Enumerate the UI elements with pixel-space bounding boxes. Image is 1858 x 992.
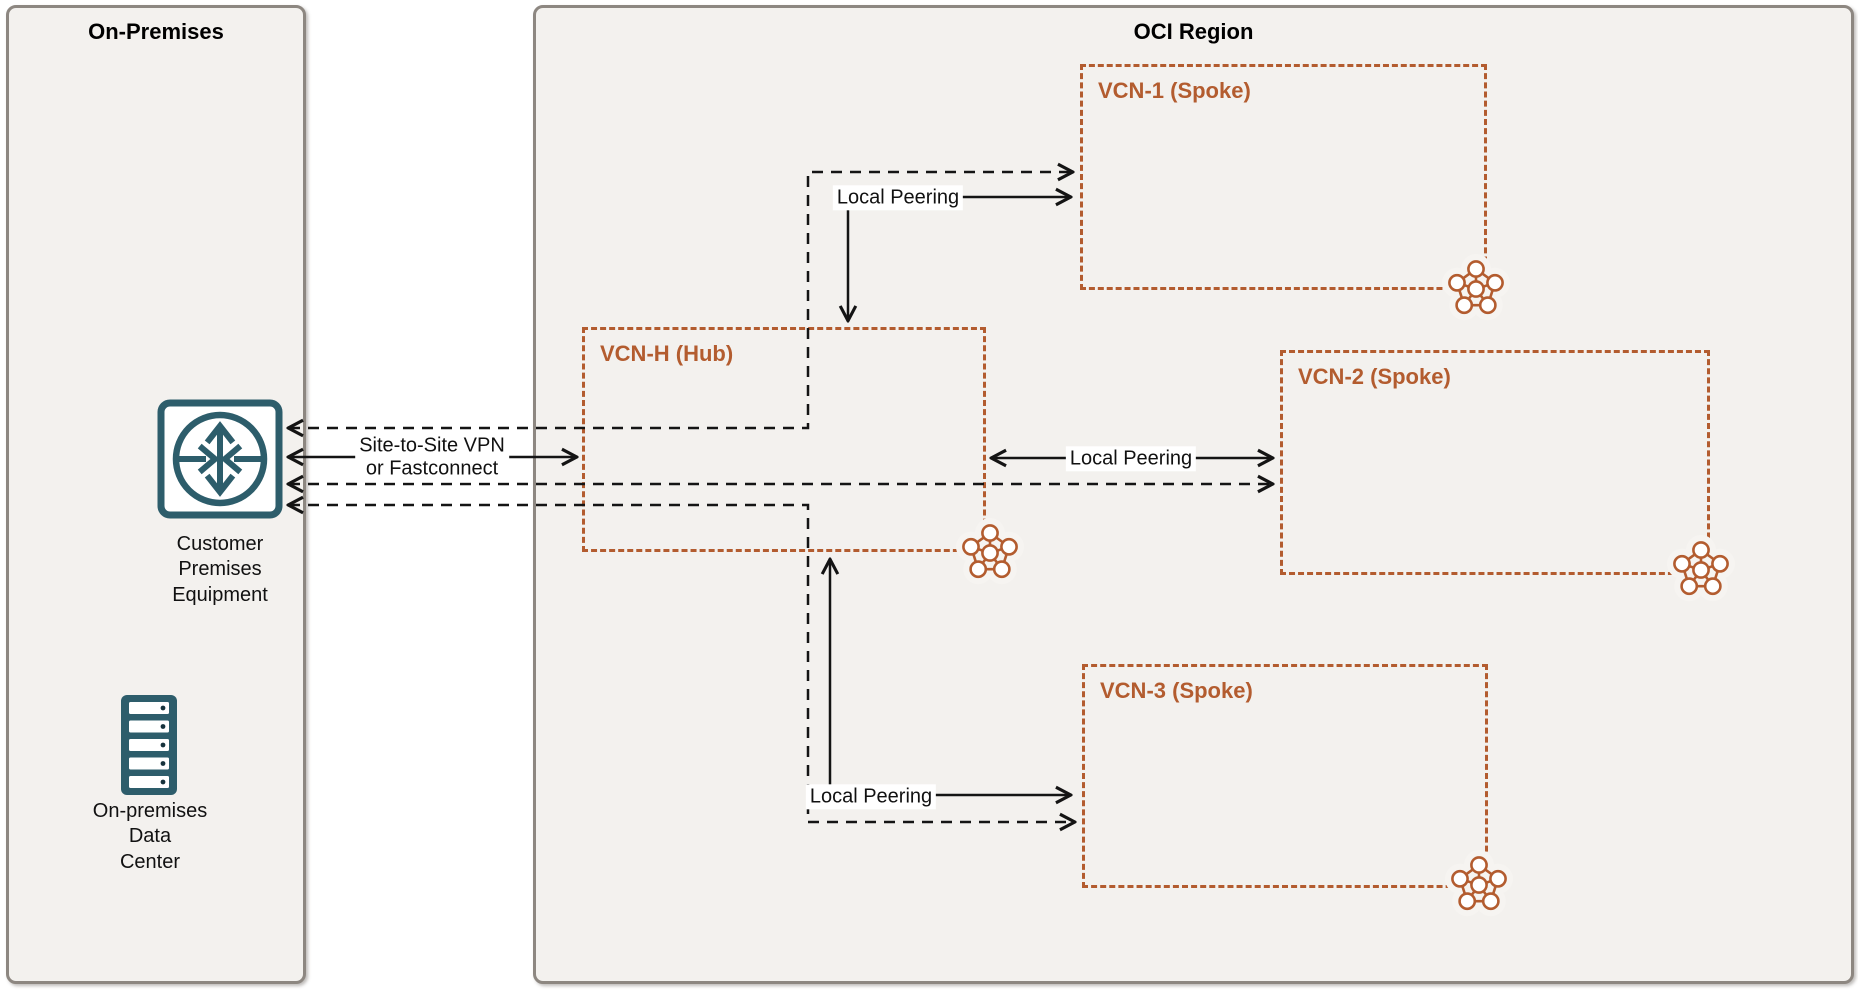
vcn-1-box: VCN-1 (Spoke) — [1080, 64, 1487, 290]
data-center-icon — [120, 694, 178, 801]
dc-label-line2: Data — [128, 825, 172, 848]
cpe-icon — [156, 398, 284, 525]
vcn-3-box: VCN-3 (Spoke) — [1082, 664, 1488, 888]
cpe-label-line2: Premises — [178, 558, 262, 581]
vpn-label-line1: Site-to-Site VPN — [359, 434, 505, 457]
vcn-2-box: VCN-2 (Spoke) — [1280, 350, 1710, 575]
vpn-label-line2: or Fastconnect — [365, 458, 499, 480]
router-icon — [157, 399, 283, 519]
on-premises-title: On-Premises — [88, 19, 224, 44]
vcn-2-title: VCN-2 (Spoke) — [1298, 364, 1451, 389]
vcn-hub-title: VCN-H (Hub) — [600, 341, 734, 366]
cpe-label-line1: Customer — [176, 533, 264, 555]
cpe-label: Customer Premises Equipment — [172, 532, 268, 608]
server-rack-icon — [121, 695, 177, 795]
vcn-1-title: VCN-1 (Spoke) — [1098, 78, 1251, 103]
peering-label-vcn1: Local Peering — [832, 185, 964, 211]
vcn-3-title: VCN-3 (Spoke) — [1100, 678, 1253, 703]
dc-label-line1: On-premises — [92, 800, 208, 822]
cpe-label-line3: Equipment — [172, 583, 268, 606]
vcn-hub-box: VCN-H (Hub) — [582, 327, 986, 552]
vpn-label: Site-to-Site VPN or Fastconnect — [355, 433, 509, 483]
oci-region-title: OCI Region — [1133, 19, 1254, 44]
dc-label-line3: Center — [119, 850, 181, 873]
data-center-label: On-premises Data Center — [93, 799, 207, 875]
peering-label-vcn2: Local Peering — [1065, 446, 1197, 472]
peering-label-vcn3: Local Peering — [805, 784, 937, 810]
